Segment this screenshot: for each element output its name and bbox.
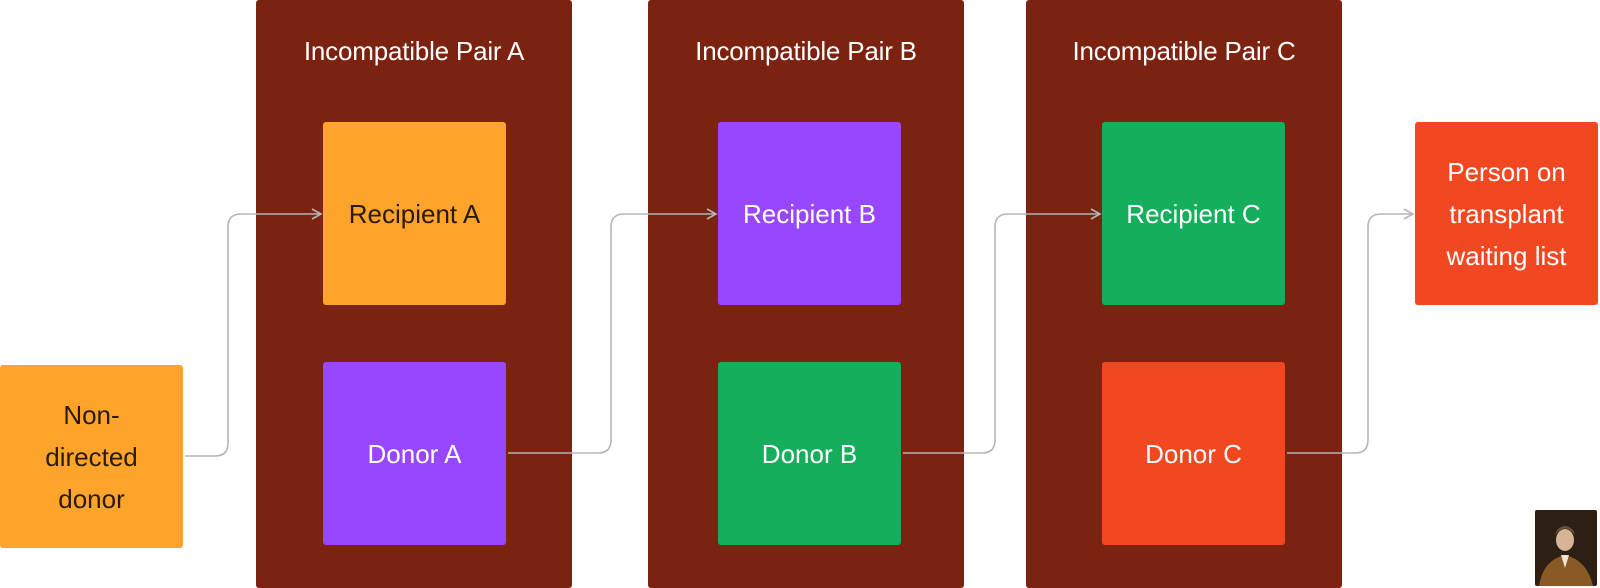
non-directed-donor-line-3: donor [58,483,125,514]
pair-a-title: Incompatible Pair A [303,36,525,66]
recipient-c-label: Recipient C [1126,198,1261,229]
non-directed-donor-line-1: Non- [63,399,120,430]
waiting-list-line-2: transplant [1449,198,1564,229]
donor-c-label: Donor C [1145,438,1242,469]
pair-c-title: Incompatible Pair C [1072,36,1296,66]
waiting-list-line-3: waiting list [1446,240,1567,271]
pair-b-title: Incompatible Pair B [695,36,917,66]
non-directed-donor-node: Non- directed donor [0,365,183,548]
recipient-b-node: Recipient B [718,122,901,305]
recipient-a-node: Recipient A [323,122,506,305]
waiting-list-line-1: Person on [1447,156,1566,187]
recipient-b-label: Recipient B [743,198,876,229]
waiting-list-node: Person on transplant waiting list [1415,122,1598,305]
recipient-a-label: Recipient A [348,198,481,229]
non-directed-donor-line-2: directed [45,441,138,472]
donor-a-label: Donor A [367,438,462,469]
donor-b-node: Donor B [718,362,901,545]
portrait-thumbnail-graphic [1535,510,1597,586]
recipient-c-node: Recipient C [1102,122,1285,305]
portrait-thumbnail-icon [1535,510,1597,586]
donor-c-node: Donor C [1102,362,1285,545]
donor-b-label: Donor B [761,438,858,469]
donor-a-node: Donor A [323,362,506,545]
